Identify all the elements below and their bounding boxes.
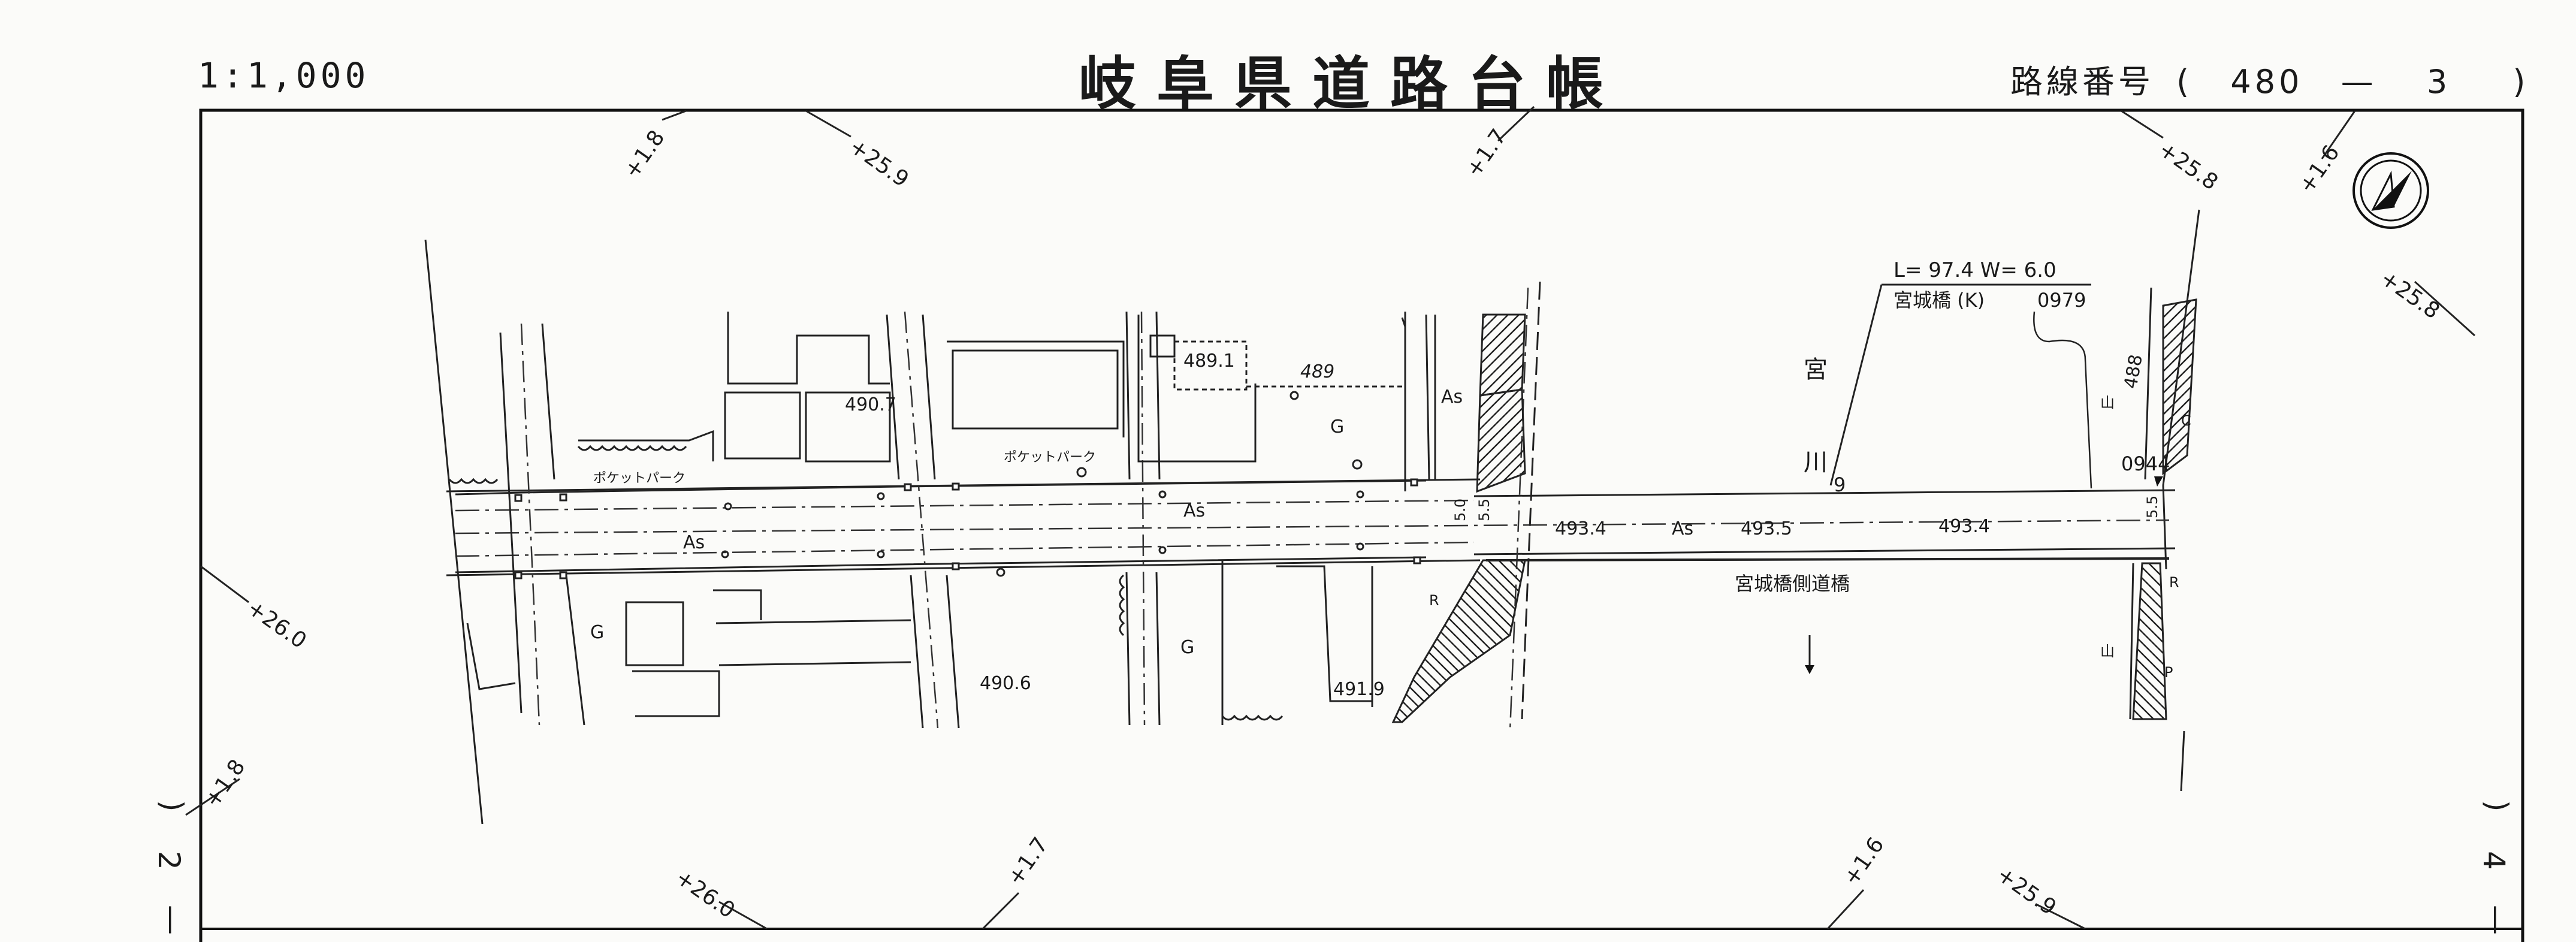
mark-r-2: R	[2169, 574, 2179, 591]
bridge-dimensions: L= 97.4 W= 6.0	[1894, 258, 2056, 282]
route-number: 路線番号 ( 480 — 3 )	[2010, 55, 2529, 102]
mark-yama-1: 山	[2100, 394, 2115, 411]
tick-left-low: +1.8	[200, 755, 250, 812]
river-char-1: 宮	[1804, 356, 1828, 384]
left-page-number: 2	[152, 851, 186, 870]
route-dash: —	[2341, 63, 2377, 101]
elevation-labels: 493.4 493.5 493.4 490.7 489.1 489 490.6 …	[845, 351, 2147, 700]
tick-bottom-1: +26.0	[671, 865, 739, 923]
map-frame	[199, 108, 2524, 942]
side-bridge-name: 宮城橋側道橋	[1735, 572, 1850, 595]
tick-right-edge: +25.8	[2376, 266, 2444, 324]
road-node-symbols	[514, 478, 1421, 579]
bridge-name: 宮城橋 (K)	[1894, 289, 1985, 312]
curb-lines	[455, 479, 1427, 573]
surface-as-4: As	[1672, 518, 1693, 539]
building-outlines	[466, 312, 1406, 725]
surface-as-3: As	[1441, 387, 1463, 407]
surface-g-3: G	[1180, 637, 1194, 658]
tick-top-mid: +1.7	[1461, 125, 1512, 182]
elevation-9: 488	[2120, 353, 2146, 390]
route-close-paren: )	[2512, 63, 2529, 101]
place-labels: ポケットパーク ポケットパーク	[593, 450, 1096, 486]
tick-bottom-4: +25.9	[1992, 862, 2061, 920]
map-scale: 1:1,000	[198, 55, 370, 96]
route-open-paren: (	[2176, 63, 2193, 101]
road-edges	[446, 478, 2176, 576]
grid-tick-labels: +1.8 +25.9 +1.7 +25.8 +1.6 +25.8 +26.0 +…	[200, 125, 2444, 923]
tick-top-left-2: +25.9	[845, 134, 913, 192]
end-code: 0944	[2121, 452, 2170, 475]
mark-yama-2: 山	[2100, 643, 2115, 660]
cross-street-centerlines	[520, 287, 1529, 732]
elevation-3: 493.4	[1938, 516, 1990, 537]
tick-top-right-2: +1.6	[2294, 141, 2345, 198]
mark-p-1: P	[2164, 664, 2173, 681]
left-page-paren: )	[155, 800, 189, 812]
width-mark-2: 5.5	[1476, 499, 1493, 521]
ledger-title: 岐阜県道路台帳	[1079, 50, 1624, 117]
pocket-park-2: ポケットパーク	[1004, 450, 1096, 465]
fence-lines	[448, 445, 1284, 721]
elevation-7: 490.6	[980, 673, 1031, 694]
left-page-dash: —	[155, 905, 189, 935]
right-page-ref: ) 4 —	[2477, 800, 2514, 935]
elevation-4: 490.7	[845, 394, 896, 415]
mark-r-1: R	[1429, 592, 1439, 609]
left-page-ref: ) 2 —	[152, 800, 189, 935]
grid-ticks	[185, 105, 2476, 930]
elevation-5: 489.1	[1183, 351, 1235, 372]
cross-streets	[424, 239, 1436, 825]
bridge-info: L= 97.4 W= 6.0 宮城橋 (K) 0979 宮城橋側道橋 宮 川 9…	[1735, 258, 2170, 674]
surface-g-1: G	[590, 622, 604, 643]
right-page-dash: —	[2480, 905, 2514, 935]
route-main-number: 480	[2230, 63, 2303, 101]
surface-as-1: As	[683, 532, 705, 553]
route-sub-number: 3	[2426, 63, 2451, 101]
river-edge-lines	[1521, 209, 2200, 792]
tick-top-right-1: +25.8	[2154, 137, 2222, 195]
right-page-paren: )	[2480, 800, 2514, 812]
tick-left-mid: +26.0	[243, 596, 311, 654]
tick-bottom-3: +1.6	[1839, 833, 1889, 890]
elevation-1: 493.4	[1555, 518, 1606, 539]
misc-marks: 5.0 5.5 5.5 R R P C 山 山	[1429, 394, 2191, 681]
pocket-park-1: ポケットパーク	[593, 471, 685, 486]
width-mark-3: 5.5	[2144, 496, 2161, 518]
tick-top-left-1: +1.8	[620, 126, 670, 183]
elevation-2: 493.5	[1741, 518, 1792, 539]
surface-g-2: G	[1330, 416, 1344, 437]
width-mark-1: 5.0	[1452, 499, 1469, 521]
river-char-2: 川	[1804, 449, 1828, 476]
elevation-8: 491.9	[1333, 679, 1385, 700]
route-number-label: 路線番号	[2010, 63, 2154, 101]
road-centerlines	[455, 499, 2170, 557]
utility-pole-symbols	[721, 391, 1364, 577]
mark-c-1: C	[2181, 412, 2191, 429]
pier-mark: 9	[1834, 473, 1846, 496]
surface-labels: As As As As G G G	[590, 387, 1693, 658]
surface-as-2: As	[1183, 500, 1205, 521]
river-banks	[1391, 298, 2197, 723]
tick-bottom-2: +1.7	[1003, 833, 1053, 890]
bridge-code: 0979	[2037, 289, 2086, 312]
north-arrow-icon	[2352, 152, 2429, 229]
right-page-number: 4	[2477, 851, 2511, 870]
elevation-6: 489	[1300, 361, 1334, 382]
